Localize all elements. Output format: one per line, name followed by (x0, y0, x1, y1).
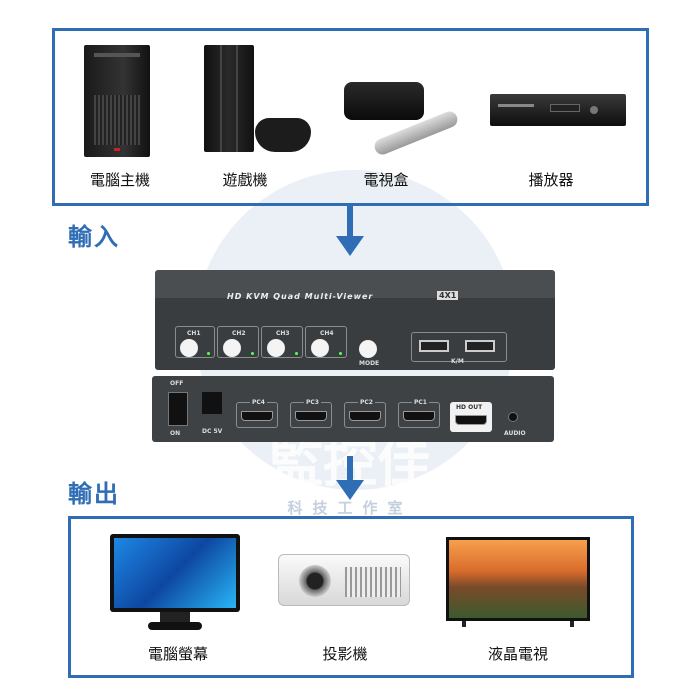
km-label: K/M (451, 358, 464, 365)
output-devices-box (68, 516, 634, 678)
media-player-icon (490, 94, 626, 126)
hdmi-in-pc3 (295, 411, 327, 421)
label-game-console: 遊戲機 (222, 171, 268, 189)
kvm-title: HD KVM Quad Multi-Viewer (227, 292, 374, 301)
output-arrow-head (336, 480, 364, 500)
hdmi-in-pc2 (349, 411, 381, 421)
label-monitor: 電腦螢幕 (147, 645, 209, 663)
input-arrow (347, 206, 353, 238)
input-devices-box (52, 28, 649, 206)
input-section-title: 輸入 (68, 223, 120, 251)
pc3-label: PC3 (304, 399, 321, 406)
pc4-label: PC4 (250, 399, 267, 406)
usb-port-1 (419, 340, 449, 352)
ch1-label: CH1 (187, 330, 201, 337)
audio-label: AUDIO (504, 430, 526, 437)
ch3-button[interactable] (267, 339, 285, 357)
ch2-label: CH2 (232, 330, 246, 337)
ch2-button[interactable] (223, 339, 241, 357)
output-arrow (347, 456, 353, 482)
ch1-button[interactable] (180, 339, 198, 357)
mode-button[interactable] (359, 340, 377, 358)
dc-label: DC 5V (202, 428, 223, 435)
mode-label: MODE (359, 360, 380, 367)
watermark-subtitle: 科技工作室 (287, 499, 413, 517)
label-media-player: 播放器 (528, 171, 574, 189)
kvm-badge: 4X1 (437, 291, 459, 300)
dc-jack (202, 392, 222, 414)
projector-icon (278, 554, 410, 606)
label-desktop-pc: 電腦主機 (89, 171, 151, 189)
power-on-label: ON (170, 430, 181, 437)
label-lcd-tv: 液晶電視 (487, 645, 549, 663)
pc1-label: PC1 (412, 399, 429, 406)
game-console-icon (204, 45, 254, 152)
output-section-title: 輸出 (68, 480, 120, 508)
usb-port-2 (465, 340, 495, 352)
power-off-label: OFF (170, 380, 184, 387)
desktop-pc-icon (84, 45, 150, 157)
kvm-rear-panel: OFF ON DC 5V PC4 PC3 PC2 PC1 HD OUT AUDI… (152, 376, 554, 442)
gamepad-icon (255, 118, 311, 152)
hdmi-in-pc1 (403, 411, 435, 421)
label-tv-box: 電視盒 (363, 171, 409, 189)
ch3-label: CH3 (276, 330, 290, 337)
monitor-icon (110, 534, 240, 612)
audio-jack (508, 412, 518, 422)
hdmi-in-pc4 (241, 411, 273, 421)
pc2-label: PC2 (358, 399, 375, 406)
lcd-tv-icon (446, 537, 590, 621)
hd-out-label: HD OUT (456, 404, 483, 411)
power-switch[interactable] (168, 392, 188, 426)
ch4-label: CH4 (320, 330, 334, 337)
input-arrow-head (336, 236, 364, 256)
hd-out-port: HD OUT (450, 402, 492, 432)
kvm-front-panel: HD KVM Quad Multi-Viewer 4X1 CH1 CH2 CH3… (155, 270, 555, 370)
label-projector: 投影機 (322, 645, 368, 663)
ch4-button[interactable] (311, 339, 329, 357)
tv-box-icon (344, 82, 424, 120)
